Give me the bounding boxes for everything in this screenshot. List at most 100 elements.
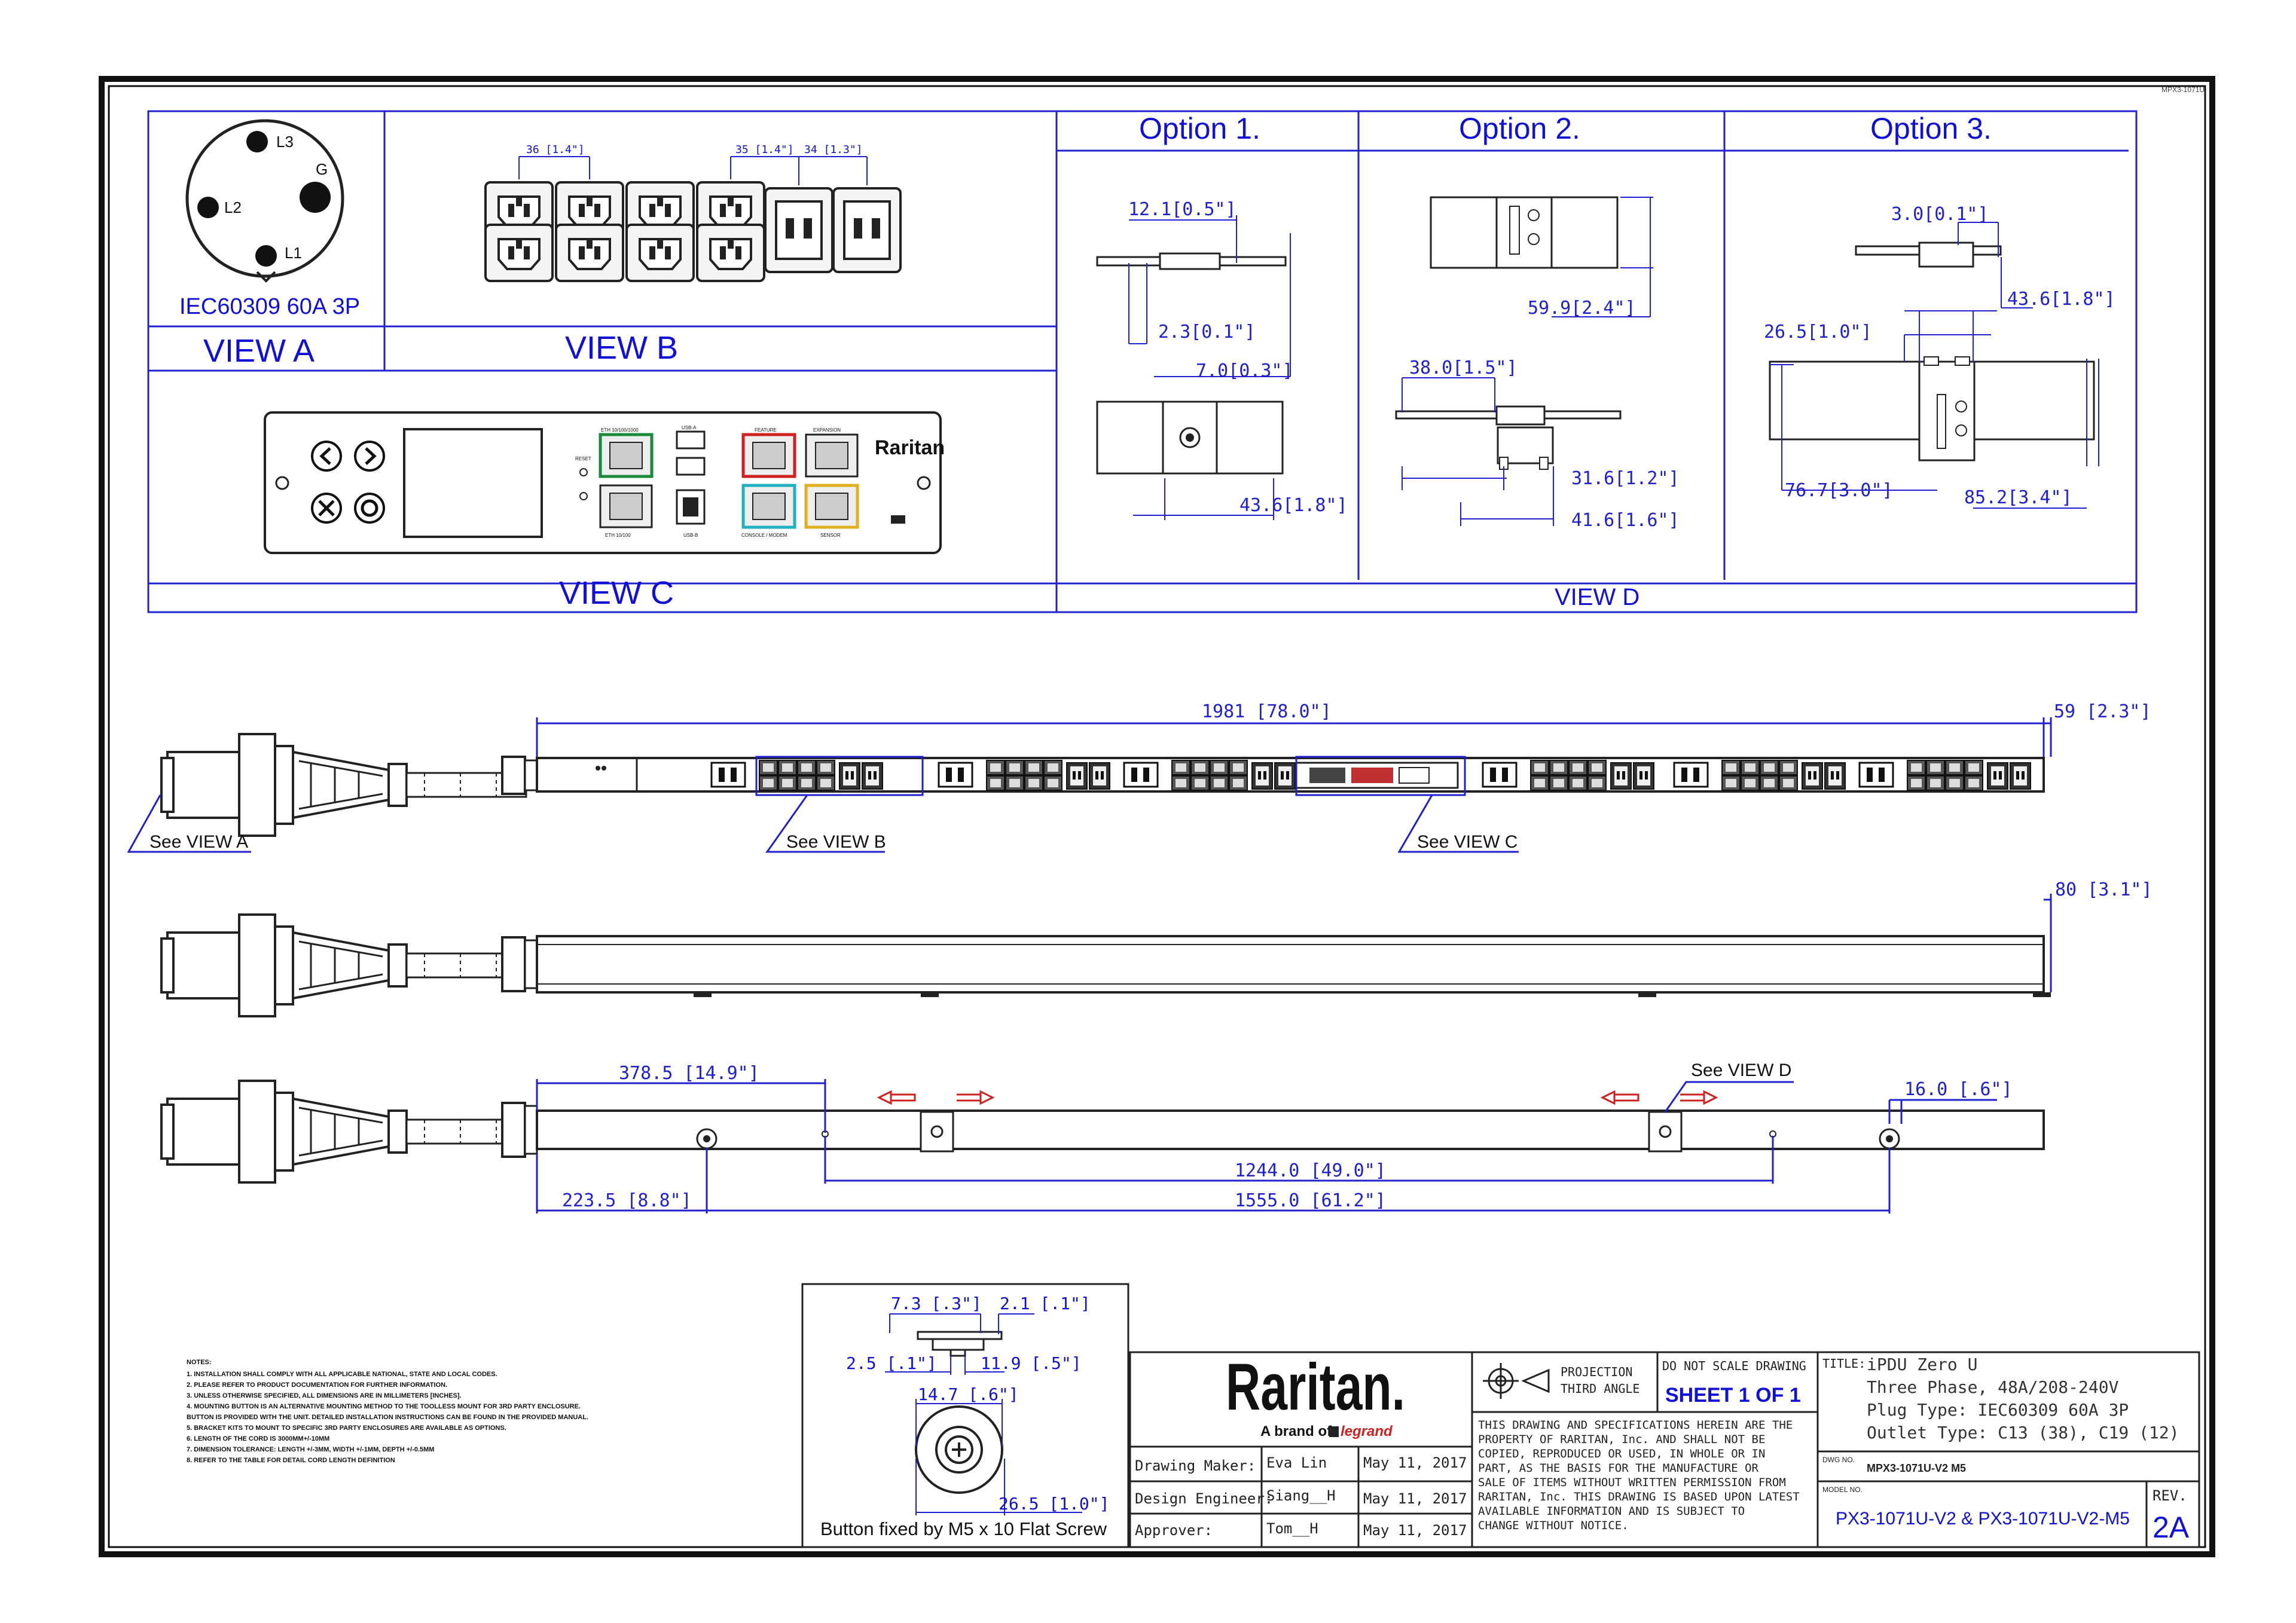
outlet-c13 (1005, 775, 1024, 791)
breaker-4 (1482, 762, 1518, 788)
title-label: TITLE: (1822, 1356, 1866, 1371)
option-1-dim-4: 43.6[1.8"] (1239, 495, 1348, 516)
button-detail-drawing (915, 1331, 1003, 1494)
overall-length: 1981 [78.0"] (1202, 701, 1332, 722)
view-c-controller (264, 411, 942, 554)
option-3-dim-5: 85.2[3.4"] (1964, 487, 2072, 508)
disclaimer-6: RARITAN, Inc. THIS DRAWING IS BASED UPON… (1478, 1490, 1800, 1503)
port-label-reset: RESET (575, 456, 591, 461)
outlet-c19 (1633, 762, 1654, 790)
option-3-dim-1: 3.0[0.1"] (1891, 204, 1989, 225)
outlet-c13 (1760, 760, 1779, 775)
option-1-title: Option 1. (1139, 112, 1260, 145)
title-line-2: Three Phase, 48A/208-240V (1867, 1377, 2119, 1397)
name-design-engineer: Siang__H (1266, 1487, 1336, 1504)
outlet-c13 (1568, 775, 1587, 791)
outlet-c13 (816, 760, 835, 775)
button-dim-5: 14.7 [.6"] (918, 1384, 1019, 1404)
see-view-c: See VIEW C (1417, 832, 1518, 852)
note-line-3: 3. UNLESS OTHERWISE SPECIFIED, ALL DIMEN… (187, 1392, 462, 1399)
outlet-c13 (1024, 760, 1043, 775)
date-drawing-maker: May 11, 2017 (1363, 1454, 1467, 1471)
outlet-c13 (759, 760, 778, 775)
option-1-dim-3: 7.0[0.3"] (1196, 360, 1293, 381)
port-label-usba: USB-A (682, 425, 697, 430)
port-label-expansion: EXPANSION (813, 427, 841, 433)
disclaimer-7: AVAILABLE INFORMATION AND IS SUBJECT TO (1478, 1505, 1745, 1518)
do-not-scale: DO NOT SCALE DRAWING (1662, 1359, 1806, 1373)
button-dim-6: 26.5 [1.0"] (999, 1494, 1109, 1514)
sheet-number: SHEET 1 OF 1 (1665, 1384, 1801, 1407)
option-2-title: Option 2. (1459, 112, 1580, 145)
option-2-dim-2: 38.0[1.5"] (1409, 357, 1518, 378)
outlet-c13 (1190, 760, 1210, 775)
model-no-label: MODEL NO. (1822, 1486, 1863, 1494)
title-block-brand-parent: legrand (1341, 1423, 1393, 1439)
outlet-c13 (986, 760, 1005, 775)
port-label-eth2: ETH 10/100 (605, 533, 631, 538)
outlet-c13 (1024, 775, 1043, 791)
outlet-c13 (1043, 760, 1062, 775)
top-right-code: MPX3-1071U (2161, 85, 2205, 94)
disclaimer-2: PROPERTY OF RARITAN, Inc. AND SHALL NOT … (1478, 1433, 1765, 1446)
date-design-engineer: May 11, 2017 (1363, 1490, 1467, 1507)
option-2-dim-1: 59.9[2.4"] (1528, 298, 1636, 319)
pin-l1: L1 (285, 244, 302, 262)
model-no: PX3-1071U-V2 & PX3-1071U-V2-M5 (1836, 1509, 2130, 1529)
outlet-c13 (1926, 775, 1945, 791)
outlet-c13 (1741, 775, 1760, 791)
outlet-c13 (1210, 775, 1229, 791)
outlet-c19 (839, 762, 860, 790)
option-2-dim-3: 31.6[1.2"] (1571, 468, 1680, 489)
option-3-dim-3: 26.5[1.0"] (1764, 322, 1872, 343)
rev-value: 2A (2152, 1511, 2190, 1544)
outlet-c13 (1005, 760, 1024, 775)
outlet-c19 (1610, 762, 1632, 790)
port-label-sensor: SENSOR (820, 533, 841, 538)
note-line-4: 4. MOUNTING BUTTON IS AN ALTERNATIVE MOU… (187, 1403, 581, 1410)
view-b-dim-2: 35 [1.4"] (735, 143, 794, 156)
rear-dim-378: 378.5 [14.9"] (619, 1063, 759, 1084)
outlet-c13 (1907, 775, 1926, 791)
rear-dim-16: 16.0 [.6"] (1904, 1079, 2013, 1100)
dwg-no-label: DWG NO. (1822, 1456, 1855, 1464)
outlet-c13 (778, 775, 797, 791)
note-line-5: BUTTON IS PROVIDED WITH THE UNIT. DETAIL… (187, 1414, 588, 1421)
name-drawing-maker: Eva Lin (1266, 1454, 1327, 1471)
side-view-dim-lines (2044, 894, 2052, 992)
option-2-drawing (1395, 196, 1622, 470)
pin-l3: L3 (276, 133, 294, 151)
option-3-drawing (1769, 242, 2095, 461)
outlet-c13 (1549, 775, 1568, 791)
see-view-a: See VIEW A (149, 832, 248, 852)
option-3-dim-lines (1770, 222, 2099, 509)
role-design-engineer: Design Engineer: (1135, 1490, 1273, 1507)
button-detail-frame (801, 1283, 1129, 1548)
inner-border (108, 85, 2206, 1548)
option-1-drawing (1096, 252, 1287, 475)
rear-view-dim-lines (536, 1079, 1997, 1214)
outlet-c13 (1907, 760, 1926, 775)
note-line-2: 2. PLEASE REFER TO PRODUCT DOCUMENTATION… (187, 1381, 447, 1389)
outlet-c13 (1779, 760, 1798, 775)
view-d-label: VIEW D (1555, 584, 1639, 610)
title-block-brand: Raritan. (1226, 1350, 1405, 1424)
sheet-border (99, 76, 2215, 1557)
third-angle-projection-icon (1483, 1363, 1550, 1399)
outlet-c13 (1760, 775, 1779, 791)
option-2-dim-4: 41.6[1.6"] (1571, 510, 1680, 531)
outlet-c13 (1587, 775, 1607, 791)
title-block-brand-sub: A brand of (1260, 1423, 1332, 1439)
title-line-1: iPDU Zero U (1867, 1355, 1977, 1374)
disclaimer-8: CHANGE WITHOUT NOTICE. (1478, 1519, 1629, 1532)
outlet-c19 (1251, 762, 1273, 790)
title-line-4: Outlet Type: C13 (38), C19 (12) (1867, 1423, 2179, 1442)
button-dim-3: 2.5 [.1"] (846, 1353, 937, 1373)
rev-label: REV. (2152, 1487, 2187, 1504)
view-b-outlets (484, 181, 902, 282)
see-view-d: See VIEW D (1691, 1060, 1791, 1080)
note-line-7: 6. LENGTH OF THE CORD IS 3000MM+/-10MM (187, 1435, 329, 1442)
outlet-c13 (1721, 760, 1741, 775)
outlet-c13 (1779, 775, 1798, 791)
breaker-2 (938, 762, 973, 788)
